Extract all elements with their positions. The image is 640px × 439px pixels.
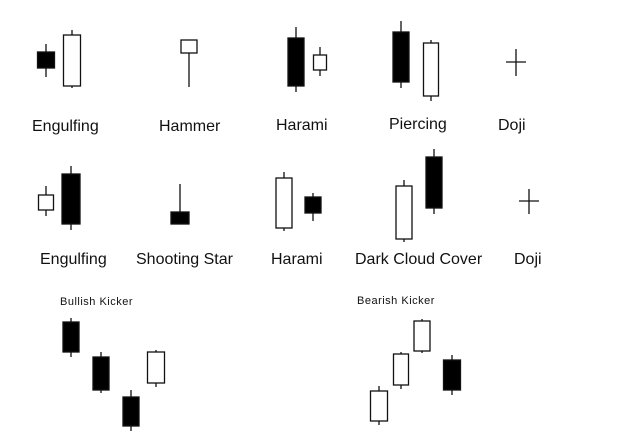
candle-body [287, 37, 305, 87]
pattern-doji-a [506, 49, 526, 76]
candle-body [62, 34, 82, 87]
pattern-label-doji-row1: Doji [498, 117, 526, 134]
bull-candle [422, 40, 440, 101]
pattern-label-engulfing-bearish-first: Engulfing [32, 118, 99, 135]
candle-body [36, 51, 56, 69]
candle-body [275, 177, 293, 229]
doji-candle [506, 49, 526, 76]
pattern-harami-a [287, 27, 328, 92]
bull-candle [146, 350, 166, 387]
candle-body [369, 390, 389, 422]
candle-body [92, 356, 110, 391]
pattern-engulfing-b [37, 166, 81, 230]
pattern-bearish-kicker [369, 319, 462, 425]
pattern-bullish-kicker [62, 318, 166, 431]
pattern-label-piercing: Piercing [389, 116, 447, 133]
candle-body [146, 351, 166, 384]
candle-body [62, 321, 80, 353]
pattern-piercing [392, 21, 440, 101]
bear-candle [304, 193, 322, 221]
candle-body [180, 39, 198, 54]
bear-candle [442, 355, 462, 395]
candle-body [37, 194, 55, 211]
bear-candle [61, 166, 81, 230]
bear-candle [287, 27, 305, 92]
pattern-label-harami-bearish-first: Harami [276, 117, 328, 134]
bull-candle [413, 319, 431, 353]
bull-candle [312, 47, 328, 76]
pattern-label-harami-bullish-first: Harami [271, 251, 323, 268]
pattern-label-shooting-star: Shooting Star [136, 251, 234, 268]
candle-body [312, 54, 328, 71]
pattern-hammer [180, 39, 198, 87]
pattern-label-bullish-kicker: Bullish Kicker [60, 296, 133, 308]
candle-body [122, 396, 140, 427]
pattern-harami-b [275, 172, 322, 231]
bear-candle [92, 352, 110, 393]
candle-body [422, 42, 440, 97]
pattern-label-engulfing-bullish-first: Engulfing [40, 251, 107, 268]
pattern-label-dark-cloud-cover: Dark Cloud Cover [355, 251, 483, 268]
candle-body [425, 156, 443, 209]
pattern-doji-b [519, 189, 539, 214]
candle-body [413, 320, 431, 352]
bull-candle [275, 172, 293, 231]
doji-candle [519, 189, 539, 214]
bear-candle [425, 149, 443, 214]
candle-body [395, 185, 413, 240]
pattern-label-hammer: Hammer [159, 118, 221, 135]
bull-candle [62, 30, 82, 88]
candle-body [392, 31, 410, 83]
bear-candle [170, 184, 190, 225]
candle-body [442, 359, 462, 391]
bull-candle [180, 39, 198, 87]
bull-candle [395, 180, 413, 242]
candle-body [170, 211, 190, 225]
bear-candle [36, 44, 56, 77]
candles-layer [36, 21, 539, 431]
candle-body [392, 353, 410, 386]
candle-body [61, 173, 81, 225]
bear-candle [122, 390, 140, 431]
pattern-shooting-star [170, 184, 190, 225]
pattern-label-bearish-kicker: Bearish Kicker [357, 295, 435, 307]
bear-candle [62, 318, 80, 357]
bull-candle [37, 186, 55, 216]
bear-candle [392, 21, 410, 88]
candle-body [304, 196, 322, 214]
bull-candle [369, 386, 389, 425]
bull-candle [392, 352, 410, 389]
pattern-dark-cloud-cover [395, 149, 443, 242]
pattern-label-doji-row2: Doji [514, 251, 542, 268]
pattern-engulfing-a [36, 30, 82, 88]
